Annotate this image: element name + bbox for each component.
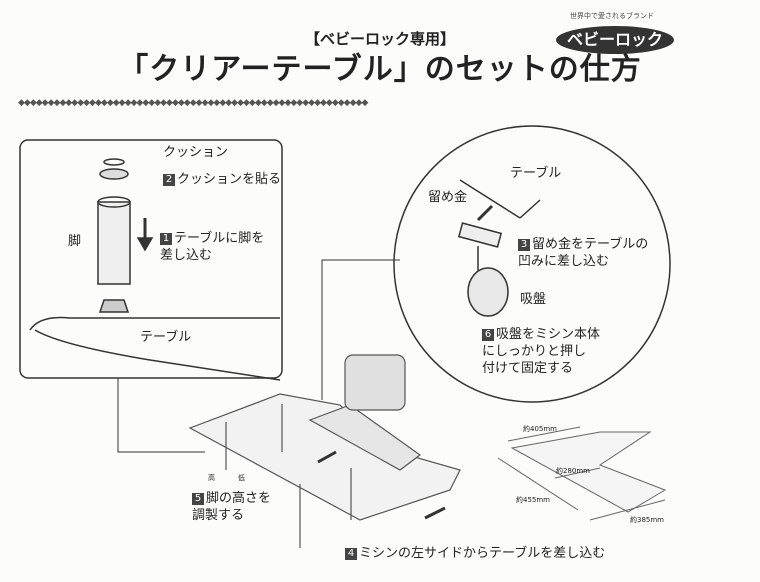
subtitle: 【ベビーロック専用】 bbox=[304, 30, 455, 48]
brand-tagline: 世界中で愛されるブランド bbox=[570, 12, 654, 20]
step-5-number: 5 bbox=[192, 492, 204, 505]
page-title: 「クリアーテーブル」のセットの仕方 bbox=[118, 52, 642, 87]
table-label-circle: テーブル bbox=[510, 166, 562, 181]
high-label: 高 bbox=[208, 474, 215, 482]
leg-detail-box bbox=[19, 139, 283, 381]
step-6-text: 吸盤をミシン本体 にしっかりと押し 付けて固定する bbox=[482, 327, 601, 376]
dimension-left: 約455mm bbox=[516, 496, 550, 504]
dimension-inner: 約280mm bbox=[556, 467, 590, 475]
cushion-label: クッション bbox=[163, 145, 229, 160]
table-label-left: テーブル bbox=[140, 330, 192, 345]
suction-label: 吸盤 bbox=[520, 292, 547, 307]
step-2-number: 2 bbox=[163, 173, 175, 186]
leg-label: 脚 bbox=[68, 234, 82, 249]
step-3-text: 留め金をテーブルの 凹みに差し込む bbox=[518, 237, 649, 269]
brand-logo: ベビーロック bbox=[556, 26, 674, 54]
low-label: 低 bbox=[238, 474, 245, 482]
dimension-diagram bbox=[497, 426, 667, 521]
step-4-number: 4 bbox=[345, 547, 357, 560]
step-3-number: 3 bbox=[518, 238, 530, 251]
divider: ◆◆◆◆◆◆◆◆◆◆◆◆◆◆◆◆◆◆◆◆◆◆◆◆◆◆◆◆◆◆◆◆◆◆◆◆◆◆◆◆… bbox=[18, 98, 368, 108]
step-1-text: テーブルに脚を 差し込む bbox=[160, 231, 265, 263]
connector-lines bbox=[117, 259, 400, 453]
dimension-top: 約405mm bbox=[523, 425, 557, 433]
step-4-text: ミシンの左サイドからテーブルを差し込む bbox=[359, 546, 606, 561]
step-1-number: 1 bbox=[160, 232, 172, 245]
step-2-text: クッションを貼る bbox=[177, 172, 282, 187]
table-with-machine bbox=[188, 354, 461, 548]
dimension-bottom: 約385mm bbox=[630, 516, 664, 524]
step-5-text: 脚の高さを 調製する bbox=[192, 491, 272, 523]
step-6-number: 6 bbox=[482, 328, 494, 341]
clasp-label: 留め金 bbox=[428, 190, 468, 205]
clasp-detail-circle bbox=[393, 125, 671, 403]
